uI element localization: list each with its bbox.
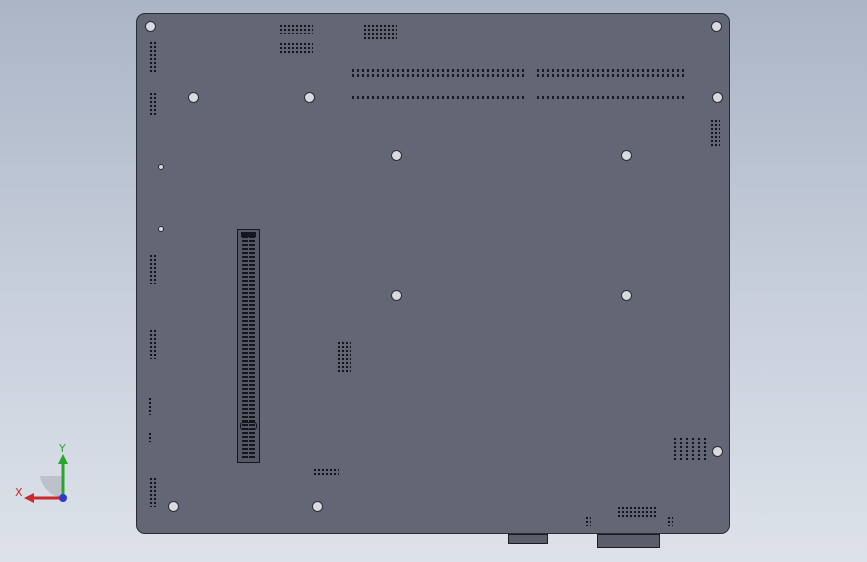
mounting-hole xyxy=(304,92,315,103)
top-header-connector xyxy=(363,24,397,40)
slot-key xyxy=(240,422,257,430)
component-row xyxy=(352,74,527,77)
pcie-slot xyxy=(237,229,260,463)
rear-io-port xyxy=(508,534,548,544)
z-axis-dot xyxy=(59,494,67,502)
small-hole xyxy=(158,164,164,170)
mounting-hole xyxy=(621,290,632,301)
y-axis-label: Y xyxy=(59,442,66,455)
top-header-connector xyxy=(279,42,313,55)
bottom-header-connector xyxy=(313,468,339,476)
triad-graphic xyxy=(24,454,68,503)
component-row xyxy=(537,69,687,72)
rear-io-port xyxy=(597,534,660,548)
mounting-hole xyxy=(168,501,179,512)
bottom-header-connector xyxy=(585,516,591,526)
left-header-connector xyxy=(149,92,157,116)
bottom-right-component xyxy=(672,437,708,461)
bottom-header-connector xyxy=(617,506,657,518)
mounting-hole xyxy=(712,446,723,457)
right-header-connector xyxy=(710,119,720,147)
motherboard-model[interactable] xyxy=(136,13,730,534)
small-hole xyxy=(158,226,164,232)
slot-rail xyxy=(242,236,248,458)
mounting-hole xyxy=(711,21,722,32)
left-header-connector xyxy=(149,477,157,507)
mounting-hole xyxy=(621,150,632,161)
component-row xyxy=(352,96,527,99)
left-header-connector xyxy=(148,432,153,442)
mounting-hole xyxy=(312,501,323,512)
left-header-connector xyxy=(148,397,153,415)
left-header-connector xyxy=(149,329,157,359)
component-row xyxy=(537,74,687,77)
slot-rail xyxy=(249,236,255,458)
mounting-hole xyxy=(712,92,723,103)
left-header-connector xyxy=(149,254,157,284)
component-row xyxy=(352,69,527,72)
component-row xyxy=(537,96,687,99)
mounting-hole xyxy=(391,150,402,161)
top-header-connector xyxy=(279,24,313,34)
mounting-hole xyxy=(188,92,199,103)
view-orientation-triad[interactable]: X Y xyxy=(15,440,78,510)
mounting-hole xyxy=(391,290,402,301)
center-header-connector xyxy=(337,341,351,373)
slot-cap xyxy=(241,232,256,237)
mounting-hole xyxy=(145,21,156,32)
x-axis-label: X xyxy=(15,486,23,499)
left-header-connector xyxy=(149,41,157,73)
bottom-header-connector xyxy=(667,516,673,526)
